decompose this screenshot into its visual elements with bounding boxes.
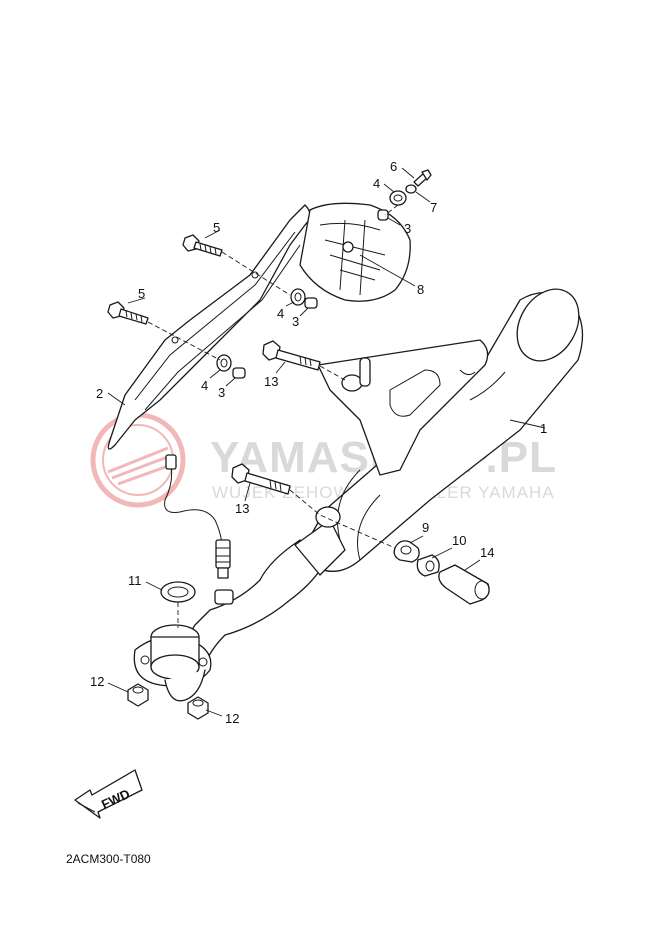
callout-9: 9 <box>422 520 429 535</box>
callout-13-lower: 13 <box>235 501 249 516</box>
forward-arrow-icon <box>74 769 143 819</box>
damper-9 <box>393 540 420 563</box>
collar-10 <box>416 554 440 577</box>
callout-5-upper: 5 <box>213 220 220 235</box>
callout-4-lower: 4 <box>201 378 208 393</box>
callout-6: 6 <box>390 159 397 174</box>
callout-5-lower: 5 <box>138 286 145 301</box>
oxygen-sensor <box>164 454 234 605</box>
callout-14: 14 <box>480 545 494 560</box>
air-shroud <box>299 202 411 302</box>
callout-1: 1 <box>540 421 547 436</box>
bolt-5-lower <box>107 301 149 325</box>
diagram-code: 2ACM300-T080 <box>66 852 151 866</box>
collar-3-lower <box>232 367 246 379</box>
callout-11: 11 <box>128 573 142 588</box>
callout-3-middle: 3 <box>292 314 299 329</box>
nut-12-left <box>127 683 149 707</box>
callout-7: 7 <box>430 200 437 215</box>
gasket-11 <box>160 581 196 603</box>
dash-lower-bolt <box>147 321 221 361</box>
callout-13-upper: 13 <box>264 374 278 389</box>
bolt-6 <box>413 169 432 187</box>
bolt-13-upper <box>262 340 321 371</box>
collar-3-upper <box>304 297 318 309</box>
muffler-bracket <box>317 339 489 476</box>
damper-4-upper <box>290 288 306 306</box>
bolt-5-upper <box>182 234 223 257</box>
callout-3-lower: 3 <box>218 385 225 400</box>
exhaust-pipe <box>187 506 346 666</box>
muffler <box>299 288 584 573</box>
collar-3-top <box>377 209 389 221</box>
callout-12-right: 12 <box>225 711 239 726</box>
damper-4-lower <box>216 354 232 372</box>
dash-upper-bolt <box>221 251 291 296</box>
bolt-13-lower <box>231 463 291 495</box>
callout-2: 2 <box>96 386 103 401</box>
callout-4-top: 4 <box>373 176 380 191</box>
callout-8: 8 <box>417 282 424 297</box>
callout-12-left: 12 <box>90 674 104 689</box>
washer-7 <box>405 184 417 194</box>
dash-top <box>384 204 399 216</box>
callout-3-top: 3 <box>404 221 411 236</box>
exhaust-flange <box>133 624 212 702</box>
heat-shield <box>107 204 311 450</box>
collar-14 <box>438 564 490 605</box>
damper-4-top <box>389 190 407 206</box>
dash-bolt13-upper <box>319 365 346 381</box>
callout-10: 10 <box>452 533 466 548</box>
callout-4-middle: 4 <box>277 306 284 321</box>
nut-12-right <box>187 696 209 720</box>
